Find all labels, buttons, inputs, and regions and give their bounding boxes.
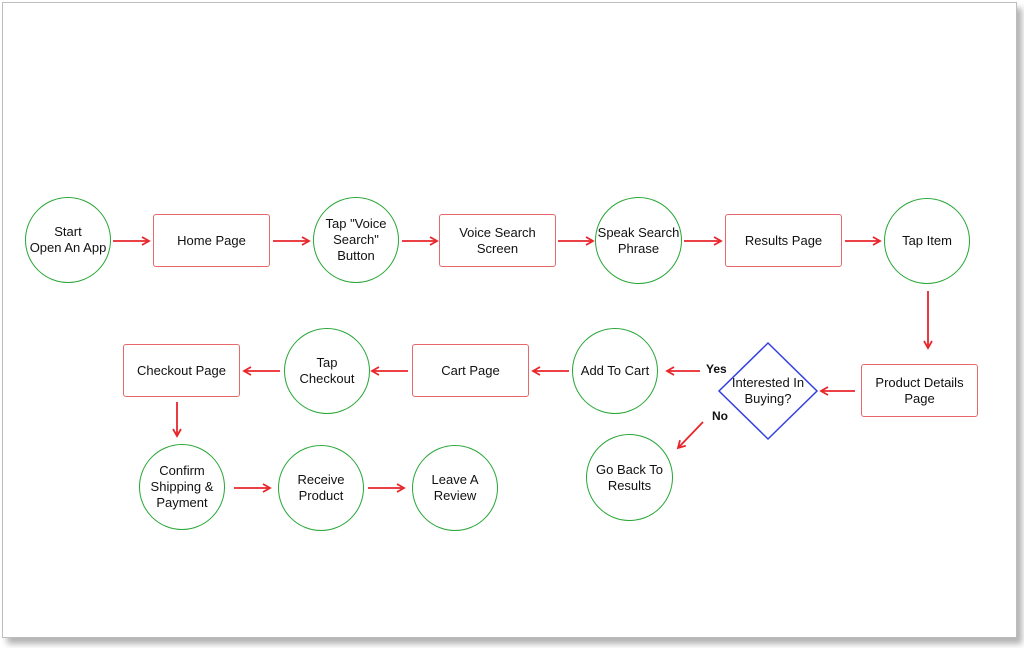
cart-page-node: Cart Page <box>412 344 529 397</box>
confirm-shipping-payment-node: Confirm Shipping & Payment <box>139 444 225 530</box>
receive-product-node: Receive Product <box>278 445 364 531</box>
voice-search-screen-node: Voice Search Screen <box>439 214 556 267</box>
arrow-no-to-go-back <box>676 421 704 450</box>
leave-a-review-node: Leave A Review <box>412 445 498 531</box>
diagram-canvas <box>2 2 1017 638</box>
home-page-node: Home Page <box>153 214 270 267</box>
speak-search-phrase-node: Speak Search Phrase <box>595 197 682 284</box>
go-back-to-results-node: Go Back To Results <box>586 434 673 521</box>
tap-voice-search-node: Tap "Voice Search" Button <box>313 197 399 283</box>
edge-label-yes: Yes <box>706 362 727 376</box>
add-to-cart-node: Add To Cart <box>572 328 658 414</box>
checkout-page-node: Checkout Page <box>123 344 240 397</box>
decision-diamond <box>717 341 819 441</box>
tap-item-node: Tap Item <box>884 198 970 284</box>
product-details-page-node: Product Details Page <box>861 364 978 417</box>
start-node: Start Open An App <box>25 197 111 283</box>
interested-in-buying-label: Interested In Buying? <box>731 375 805 406</box>
results-page-node: Results Page <box>725 214 842 267</box>
edge-label-no: No <box>712 409 728 423</box>
tap-checkout-node: Tap Checkout <box>284 328 370 414</box>
